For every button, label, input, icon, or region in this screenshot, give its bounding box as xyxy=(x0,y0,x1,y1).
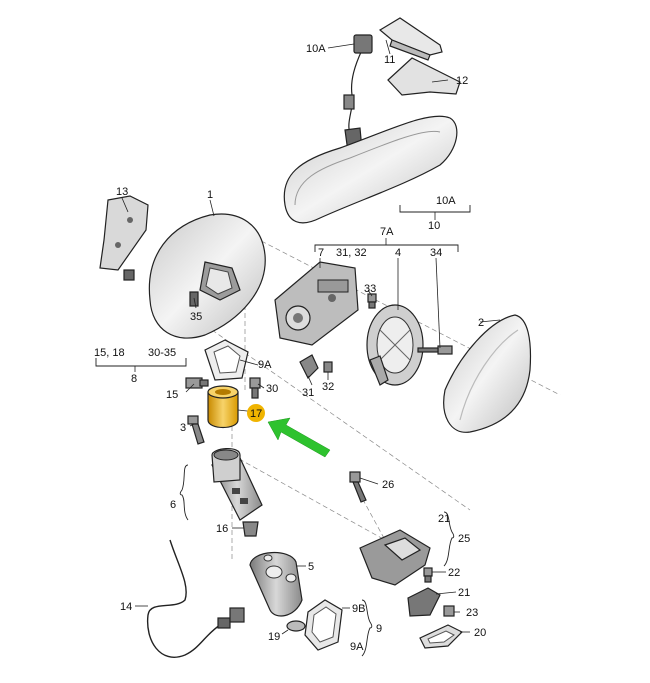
screw-15 xyxy=(185,377,209,389)
label-7: 7 xyxy=(318,247,324,259)
bracket-13 xyxy=(99,195,149,281)
label-21-bottom: 21 xyxy=(458,587,470,599)
label-3: 3 xyxy=(180,422,186,434)
carrier-plate-4 xyxy=(366,304,424,386)
label-15-18: 15, 18 xyxy=(94,347,125,359)
clip-32 xyxy=(323,361,333,373)
mounting-bracket-25 xyxy=(359,529,431,586)
rearview-mirror-10 xyxy=(283,115,458,224)
label-5: 5 xyxy=(308,561,314,573)
label-9A-top: 9A xyxy=(258,359,272,371)
rearview-cable-10A xyxy=(343,34,373,136)
label-11: 11 xyxy=(384,54,395,66)
washer-19 xyxy=(286,620,306,632)
trim-part-12 xyxy=(387,57,461,96)
label-31: 31 xyxy=(302,387,314,399)
label-34: 34 xyxy=(430,247,442,259)
label-21-top: 21 xyxy=(438,513,450,525)
label-9A-bottom: 9A xyxy=(350,641,364,653)
label-1: 1 xyxy=(207,189,213,201)
gasket-9A xyxy=(204,339,249,381)
mirror-glass-2 xyxy=(443,314,532,433)
label-7A: 7A xyxy=(380,226,394,238)
label-25: 25 xyxy=(458,533,470,545)
bearing-ring-17-highlighted xyxy=(207,385,239,429)
label-30-35: 30-35 xyxy=(148,347,176,359)
label-19: 19 xyxy=(268,631,280,643)
label-10A-top: 10A xyxy=(306,43,326,55)
screw-3 xyxy=(187,415,205,445)
label-15: 15 xyxy=(166,389,178,401)
mirror-housing-1 xyxy=(148,213,266,339)
base-cover-5 xyxy=(249,551,303,617)
label-4: 4 xyxy=(395,247,401,259)
group-brackets xyxy=(95,205,471,657)
label-20: 20 xyxy=(474,627,486,639)
label-26: 26 xyxy=(382,479,394,491)
screw-33 xyxy=(367,293,377,309)
label-22: 22 xyxy=(448,567,460,579)
label-23: 23 xyxy=(466,607,478,619)
label-35: 35 xyxy=(190,311,202,323)
bracket-21 xyxy=(407,587,441,617)
label-17: 17 xyxy=(250,408,262,420)
label-33: 33 xyxy=(364,283,376,295)
cover-part-11 xyxy=(378,17,443,61)
label-31-32: 31, 32 xyxy=(336,247,367,259)
label-16: 16 xyxy=(216,523,228,535)
highlight-arrow xyxy=(267,417,331,458)
label-12: 12 xyxy=(456,75,468,87)
label-13: 13 xyxy=(116,186,128,198)
label-9B: 9B xyxy=(352,603,365,615)
wiring-harness-14 xyxy=(146,539,245,658)
label-10A-mid: 10A xyxy=(436,195,456,207)
label-6: 6 xyxy=(170,499,176,511)
mirror-base-6 xyxy=(211,448,263,521)
screw-34 xyxy=(417,345,453,355)
seal-20 xyxy=(419,624,464,649)
clip-31 xyxy=(299,354,319,380)
callout-labels: 10A 11 12 10A 10 13 1 7A 7 31, 32 4 34 3… xyxy=(94,43,486,653)
screw-30 xyxy=(249,377,261,399)
label-2: 2 xyxy=(478,317,484,329)
label-17-highlight-dot xyxy=(247,404,265,422)
clip-23 xyxy=(443,605,455,617)
label-9: 9 xyxy=(376,623,382,635)
gasket-9B xyxy=(304,599,343,651)
label-32: 32 xyxy=(322,381,334,393)
adjustment-motor-7 xyxy=(274,261,359,346)
label-30: 30 xyxy=(266,383,278,395)
label-14: 14 xyxy=(120,601,132,613)
label-10: 10 xyxy=(428,220,440,232)
screw-22 xyxy=(423,567,433,583)
label-8: 8 xyxy=(131,373,137,385)
grommet-16 xyxy=(242,521,259,537)
screw-26 xyxy=(349,471,367,503)
